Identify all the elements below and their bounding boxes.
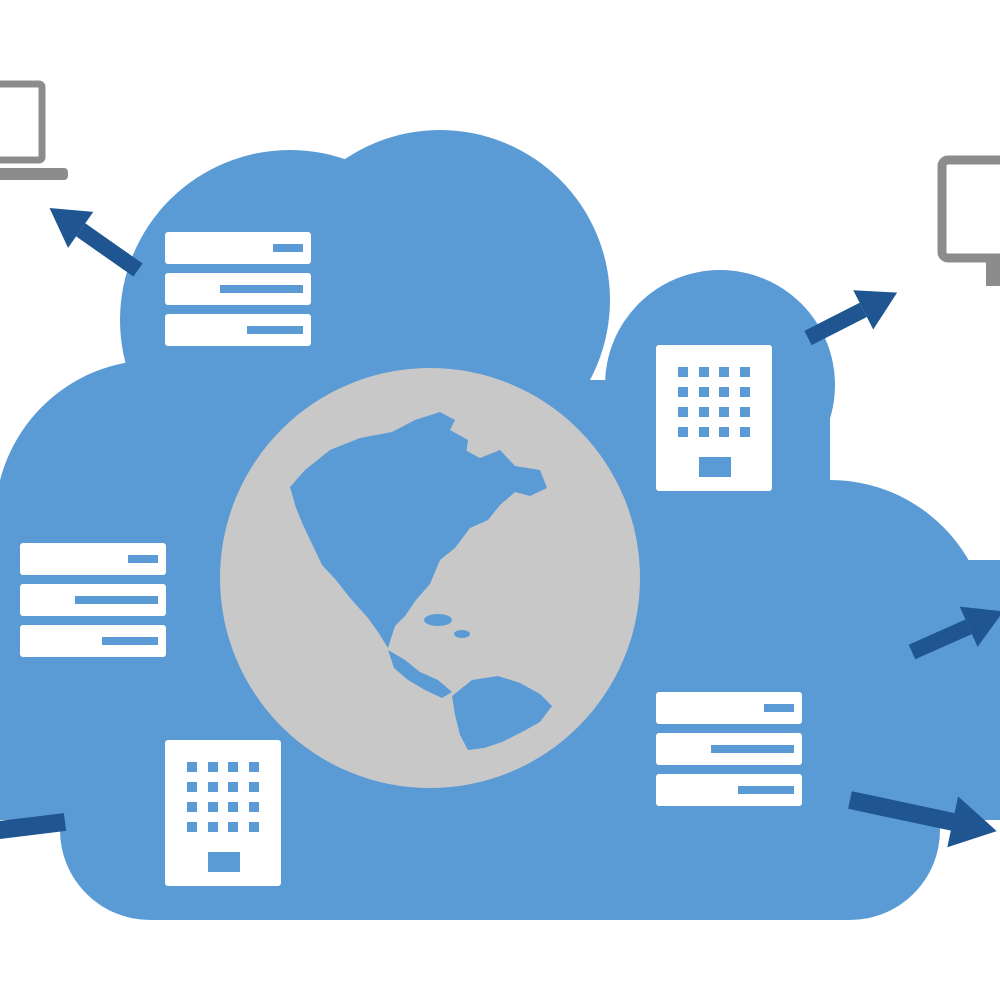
desktop-monitor-icon [937, 155, 1000, 286]
outbound-arrow-icon [49, 208, 143, 277]
americas-continents [290, 412, 552, 750]
outbound-arrow-icon [908, 606, 1000, 660]
globe-icon [220, 368, 640, 788]
laptop-icon [0, 80, 68, 180]
rack-server-icon [656, 692, 802, 806]
outbound-arrow-icon [0, 813, 67, 841]
rack-server-icon [20, 543, 166, 657]
outbound-arrow-icon [848, 791, 997, 848]
tower-server-icon [165, 740, 281, 886]
outbound-arrow-icon [804, 290, 898, 346]
rack-server-icon [165, 232, 311, 346]
tower-server-icon [656, 345, 772, 491]
